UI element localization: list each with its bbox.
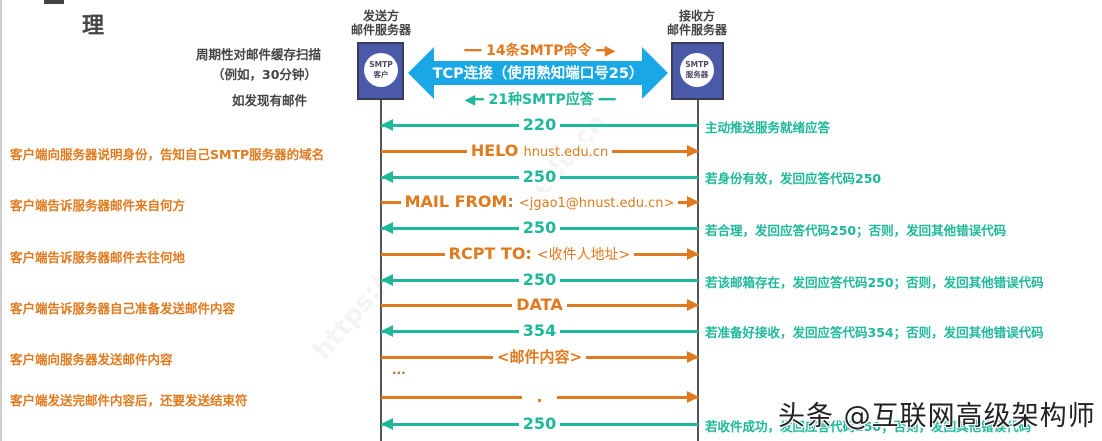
message-row: RCPT TO: <收件人地址> [381, 244, 699, 264]
response-code: 354 [518, 321, 561, 340]
command-keyword: . [522, 387, 557, 406]
response-note: 主动推送服务就绪应答 [705, 120, 831, 135]
message-row: . [381, 387, 699, 407]
command-count-text: 14条SMTP命令 [486, 43, 592, 59]
command-keyword: RCPT TO: [448, 244, 532, 263]
mail-found-note: 如发现有邮件 [232, 93, 308, 108]
command-argument: hnust.edu.cn [523, 145, 609, 160]
message-row: 220 [381, 115, 698, 135]
arrow-right-icon [687, 145, 699, 157]
arrow-right-icon [687, 391, 699, 403]
message-row: 354 [381, 321, 698, 341]
title-bullet [44, 0, 64, 4]
response-note: 若身份有效，发回应答代码250 [705, 171, 882, 186]
smtp-client-circle: SMTP 客户 [364, 53, 398, 87]
command-keyword: MAIL FROM: [404, 192, 514, 211]
receiver-label: 接收方 邮件服务器 [652, 9, 742, 37]
command-note: 客户端告诉服务器自己准备发送邮件内容 [10, 301, 236, 316]
arrow-right-icon [687, 196, 699, 208]
frame-border [0, 0, 2, 441]
arrow-left-icon: ◀━ [464, 92, 489, 108]
arrow-left-icon [381, 325, 393, 337]
smtp-client-line1: SMTP [369, 60, 393, 69]
response-code: 250 [518, 414, 561, 433]
receiver-label-line2: 邮件服务器 [666, 23, 727, 37]
tcp-connection-label: TCP连接（使用熟知端口号25） [432, 66, 644, 82]
receiver-lifeline [697, 100, 699, 441]
command-keyword: DATA [512, 295, 567, 314]
command-argument: <收件人地址> [536, 247, 631, 263]
smtp-server-circle: SMTP 服务器 [680, 53, 714, 87]
arrow-right-icon [687, 299, 699, 311]
arrow-left-icon [381, 274, 393, 286]
smtp-client-line2: 客户 [373, 70, 389, 79]
command-line-icon: ━━ [464, 43, 487, 59]
message-row: MAIL FROM: <jgao1@hnust.edu.cn> [381, 192, 699, 212]
arrow-right-icon [687, 351, 699, 363]
slide-title-line2: 理 [82, 14, 105, 39]
response-note: 若合理，发回应答代码250；否则，发回其他错误代码 [705, 223, 1007, 238]
arrow-left-icon [381, 222, 393, 234]
arrow-right-icon: ━▶ [591, 43, 616, 59]
response-note: 若准备好接收，发回应答代码354；否则，发回其他错误代码 [705, 325, 1044, 340]
arrow-left-icon [381, 418, 393, 430]
message-row: 250 [381, 218, 698, 238]
sender-lifeline [380, 100, 382, 441]
command-note: 客户端告诉服务器邮件来自何方 [10, 198, 186, 213]
smtp-server-box: SMTP 服务器 [671, 42, 724, 100]
command-keyword: HELO [470, 141, 519, 160]
response-count-label: ◀━ 21种SMTP应答 ━━ [440, 89, 640, 109]
scan-note: 周期性对邮件缓存扫描 [196, 47, 322, 62]
command-argument: <jgao1@hnust.edu.cn> [518, 196, 675, 211]
sender-label: 发送方 邮件服务器 [336, 9, 426, 37]
message-row: <邮件内容> [381, 347, 699, 367]
command-count-label: ━━ 14条SMTP命令 ━▶ [440, 40, 640, 60]
command-note: 客户端向服务器说明身份，告知自己SMTP服务器的域名 [10, 147, 325, 162]
smtp-server-line2: 服务器 [685, 70, 709, 79]
sender-label-line2: 邮件服务器 [350, 23, 411, 37]
sender-label-line1: 发送方 [362, 9, 399, 23]
ellipsis: ... [392, 363, 406, 377]
message-row: HELO hnust.edu.cn [381, 141, 699, 161]
message-row: 250 [381, 270, 698, 290]
response-count-text: 21种SMTP应答 [488, 92, 594, 108]
command-keyword: <邮件内容> [492, 348, 587, 366]
command-note: 客户端发送完邮件内容后，还要发送结束符 [10, 393, 248, 408]
receiver-label-line1: 接收方 [678, 9, 715, 23]
message-row: 250 [381, 414, 698, 434]
arrow-left-icon [381, 171, 393, 183]
message-row: 250 [381, 167, 698, 187]
message-row: DATA [381, 295, 699, 315]
watermark: 头条 @互联网高级架构师 [778, 401, 1096, 432]
response-note: 若收件成功，发回应答代码250；否则，发回其他错误代码 [705, 419, 1032, 434]
smtp-server-line1: SMTP [685, 60, 709, 69]
scan-example-note: （例如，30分钟） [212, 67, 317, 82]
tcp-connection-arrow-icon [408, 47, 668, 99]
response-code: 250 [518, 270, 561, 289]
response-code: 250 [518, 218, 561, 237]
smtp-client-box: SMTP 客户 [357, 42, 404, 100]
command-note: 客户端向服务器发送邮件内容 [10, 352, 173, 367]
response-code: 220 [518, 115, 561, 134]
arrow-left-icon [381, 119, 393, 131]
response-code: 250 [518, 167, 561, 186]
response-note: 若该邮箱存在，发回应答代码250；否则，发回其他错误代码 [705, 275, 1044, 290]
arrow-right-icon [687, 248, 699, 260]
command-note: 客户端告诉服务器邮件去往何地 [10, 250, 186, 265]
response-line-icon: ━━ [593, 92, 616, 108]
